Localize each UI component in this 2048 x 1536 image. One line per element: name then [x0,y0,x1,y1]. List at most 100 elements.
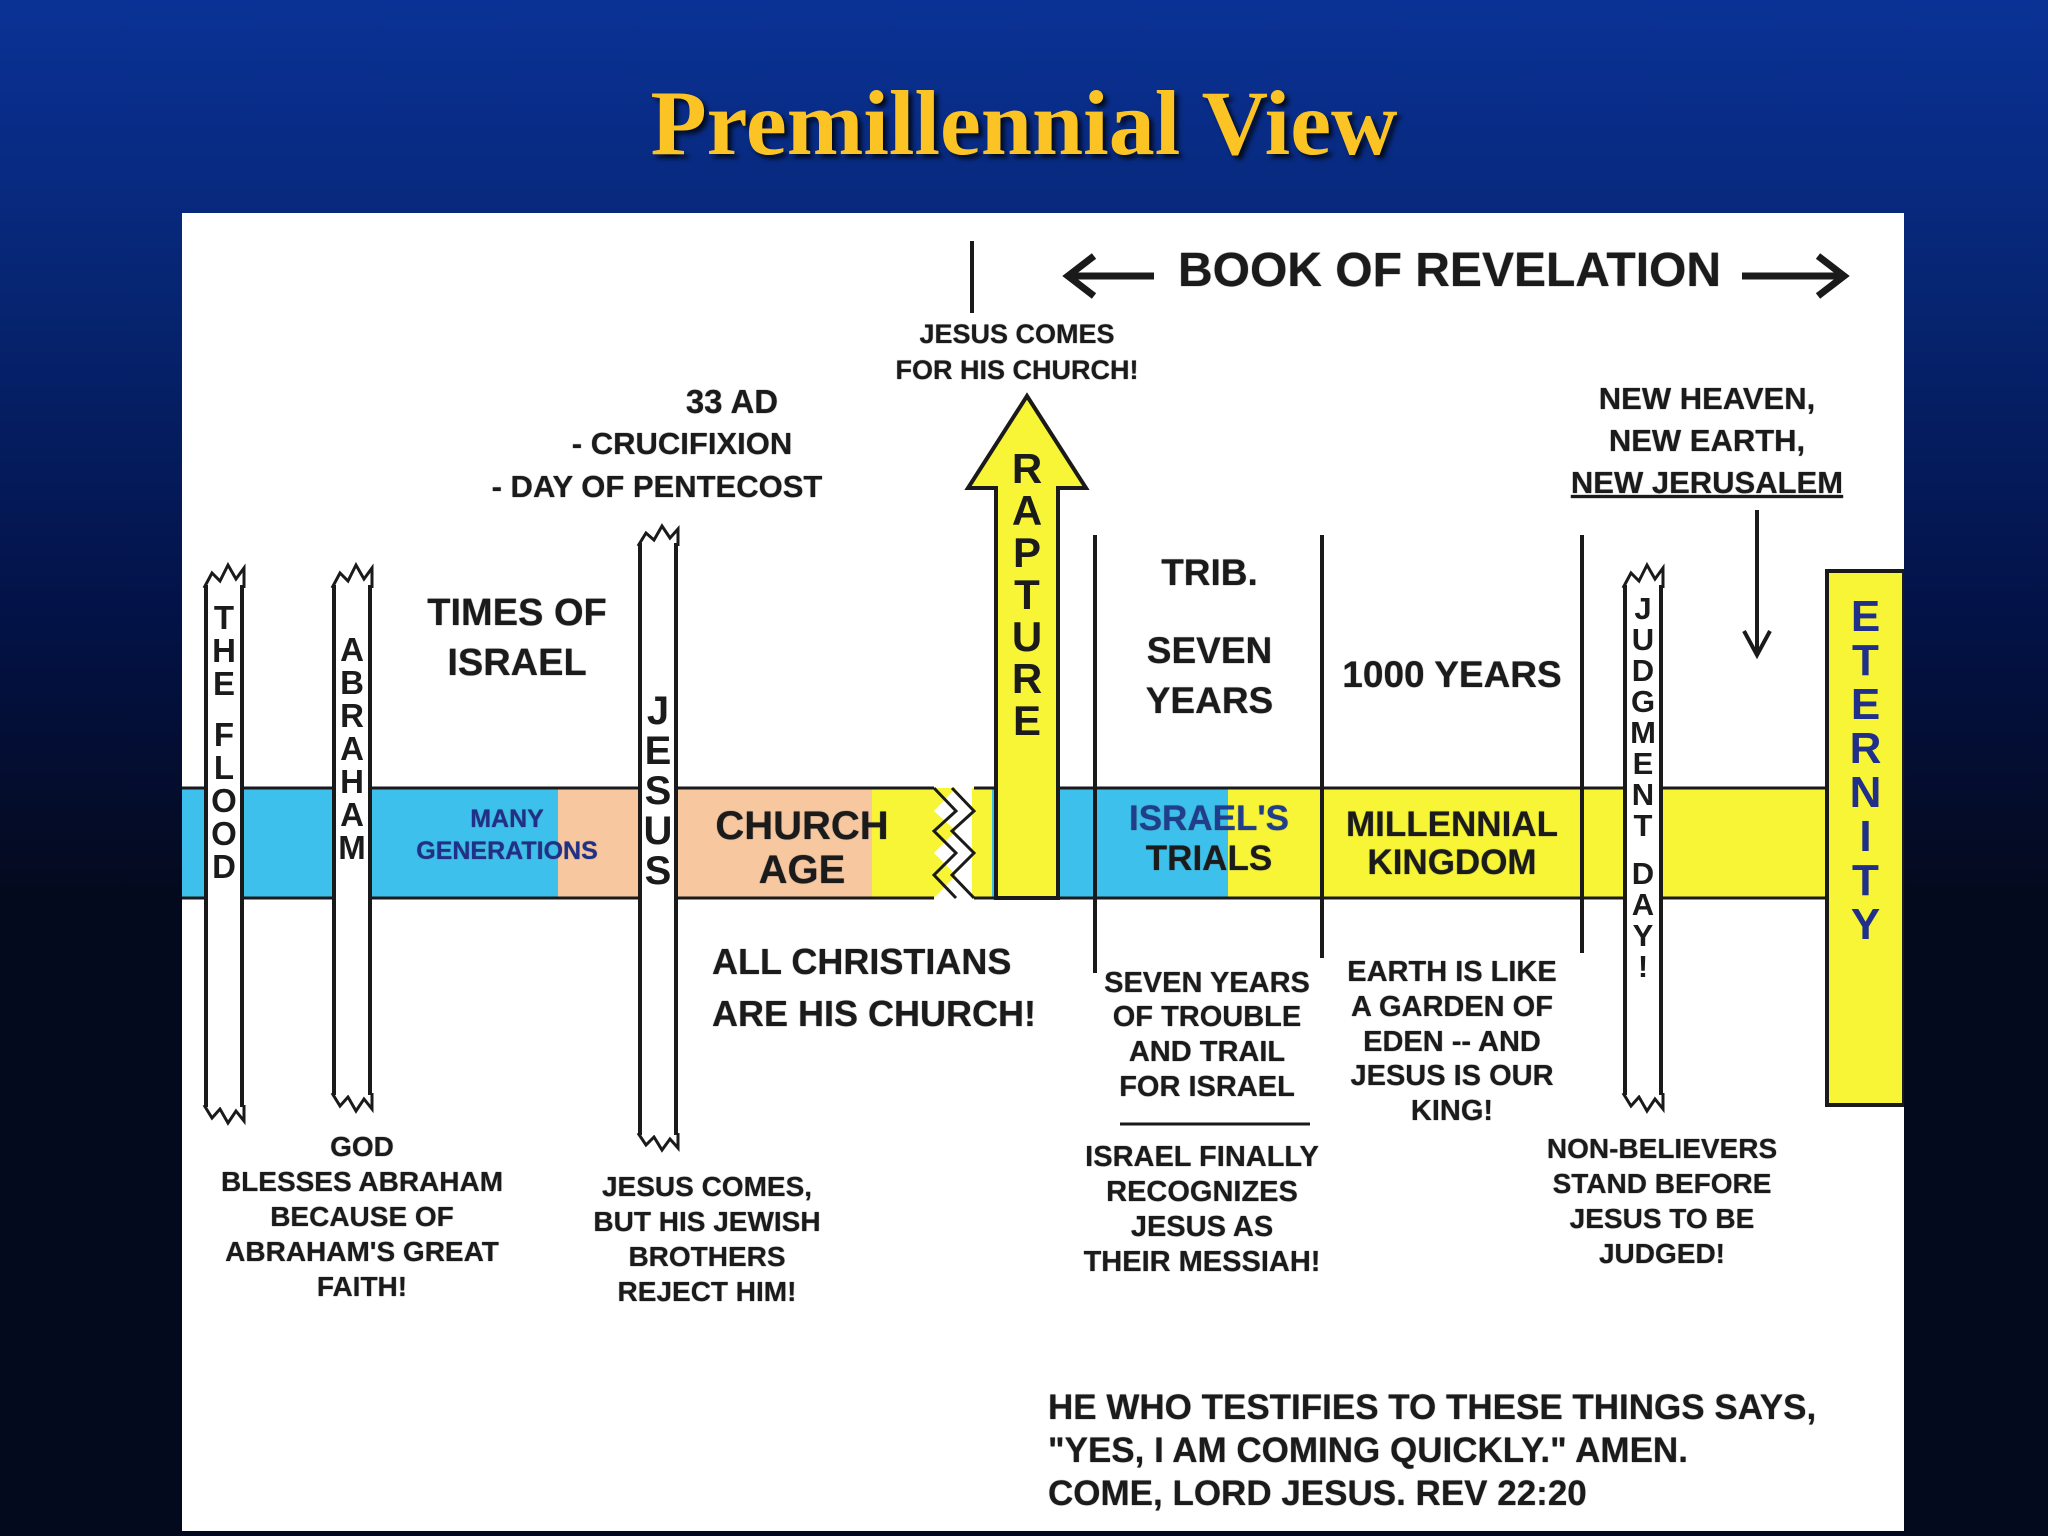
band-church-age [558,788,872,898]
many-generations-1: MANY [470,805,544,833]
seven-years-1: SEVEN [1146,630,1273,671]
vertical-letter: A [340,796,364,833]
god-blesses-2: BLESSES ABRAHAM [220,1166,504,1197]
vertical-letter: Y [1850,900,1881,949]
vertical-letter: P [1012,529,1041,576]
earth-garden-2: A GARDEN OF [1351,991,1553,1023]
vertical-letter: O [211,815,237,853]
slide-title: Premillennial View [650,72,1398,174]
vertical-letter: B [340,664,364,701]
vertical-letter: ! [1637,949,1649,985]
seven-years-trouble-1: SEVEN YEARS [1104,967,1310,999]
ad33-line1: 33 AD [685,383,779,420]
vertical-letter: E [212,665,235,702]
seven-years-trouble-3: AND TRAIL [1128,1036,1286,1068]
jesus-comes-2: BUT HIS JEWISH [593,1206,821,1237]
vertical-letter: T [1852,636,1879,685]
many-generations-2: GENERATIONS [416,837,598,865]
ad33-line3: - DAY OF PENTECOST [491,469,823,504]
new-heaven-line3: NEW JERUSALEM [1570,465,1844,500]
band-millennial [1228,788,1904,898]
vertical-letter: T [1633,808,1653,843]
vertical-letter: T [213,599,235,636]
church-age-2: AGE [758,848,846,892]
vertical-letter: E [644,729,672,773]
quote-line2: "YES, I AM COMING QUICKLY." AMEN. [1048,1431,1688,1470]
trib-label: TRIB. [1161,552,1258,593]
vertical-letter: U [643,809,673,853]
pole-jesus [638,543,678,1135]
earth-garden-5: KING! [1410,1095,1494,1127]
church-age-1: CHURCH [715,804,889,848]
new-heaven-line1: NEW HEAVEN, [1598,381,1816,416]
pole-abraham [332,585,372,1095]
vertical-letter: E [1012,697,1041,744]
israels-trials-2: TRIALS [1145,839,1273,878]
vertical-letter: T [1014,571,1040,618]
times-of-israel-1: TIMES OF [427,592,607,634]
vertical-letter: A [1631,887,1655,923]
vertical-letter: G [1630,684,1656,719]
book-of-revelation-label: BOOK OF REVELATION [1177,244,1722,297]
vertical-letter: O [211,782,237,820]
vertical-letter: A [1011,487,1043,534]
earth-garden-4: JESUS IS OUR [1350,1060,1554,1092]
vertical-letter: J [1634,591,1652,626]
vertical-letter: M [338,829,366,866]
non-believers-2: STAND BEFORE [1552,1168,1772,1199]
millennial-kingdom-2: KINGDOM [1367,843,1537,882]
vertical-letter: E [1850,592,1881,641]
vertical-letter: E [1850,680,1881,729]
eternity-block [1825,569,1904,1107]
vertical-letter: T [1852,856,1879,905]
vertical-letter: A [340,730,364,767]
pole-the-flood [204,585,244,1107]
israels-trials-1: ISRAEL'S [1128,799,1289,838]
god-blesses-1: GOD [330,1131,394,1162]
vertical-letter: U [1631,622,1655,657]
ad33-line2: - CRUCIFIXION [571,426,793,461]
vertical-letter: M [1630,715,1656,750]
all-christians-2: ARE HIS CHURCH! [712,993,1036,1034]
seven-years-trouble-4: FOR ISRAEL [1119,1071,1295,1103]
band-outline [182,241,1904,1153]
vertical-letter: Y [1632,918,1654,954]
vertical-letter: U [1011,613,1043,660]
non-believers-1: NON-BELIEVERS [1546,1133,1778,1164]
thousand-years-label: 1000 YEARS [1342,654,1562,695]
rapture-caption-1: JESUS COMES [919,319,1115,349]
vertical-letter: S [644,849,672,893]
vertical-letter: R [1011,655,1043,702]
vertical-letter: H [212,632,236,669]
vertical-letter: J [646,689,670,733]
god-blesses-3: BECAUSE OF [270,1201,454,1232]
jesus-comes-1: JESUS COMES, [601,1171,813,1202]
vertical-letter: R [340,697,364,734]
all-christians-1: ALL CHRISTIANS [712,941,1012,982]
seven-years-trouble-2: OF TROUBLE [1112,1001,1302,1033]
vertical-letter: I [1859,812,1872,861]
quote-line3: COME, LORD JESUS. REV 22:20 [1048,1474,1587,1513]
vertical-letter: E [1632,746,1654,781]
god-blesses-4: ABRAHAM'S GREAT [225,1236,499,1267]
vertical-letter: H [340,763,364,800]
earth-garden-1: EARTH IS LIKE [1347,956,1557,988]
millennial-kingdom-1: MILLENNIAL [1346,805,1558,844]
earth-garden-3: EDEN -- AND [1363,1026,1541,1058]
vertical-letter: D [1631,653,1655,688]
times-of-israel-2: ISRAEL [447,642,587,684]
israel-recognizes-4: THEIR MESSIAH! [1083,1246,1321,1278]
pole-judgment-day [1623,585,1663,1095]
jesus-comes-4: REJECT HIM! [617,1276,797,1307]
rapture-caption-2: FOR HIS CHURCH! [895,355,1139,385]
vertical-letter: N [1631,777,1655,812]
vertical-letter: N [1849,768,1882,817]
jesus-comes-3: BROTHERS [628,1241,786,1272]
vertical-letter: S [644,769,672,813]
vertical-letter: L [213,749,235,787]
